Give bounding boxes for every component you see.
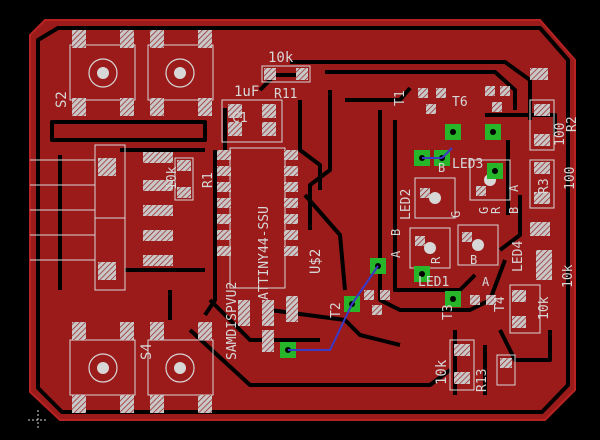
label-c1: C1 xyxy=(232,111,248,126)
label-led1-r: R xyxy=(429,256,443,264)
resistor-r5 xyxy=(496,354,516,386)
led4-package xyxy=(457,224,499,266)
label-r-right-value: 10k xyxy=(561,264,576,288)
vias xyxy=(280,124,503,358)
label-ic-ref: U$2 xyxy=(308,249,324,274)
transistor-t1 xyxy=(418,88,446,114)
label-r2: R2 xyxy=(565,116,580,132)
usb-pad-bottom xyxy=(98,262,116,280)
switch-s4 xyxy=(69,322,136,413)
header-pads xyxy=(238,296,298,352)
label-led4: LED4 xyxy=(511,241,526,272)
label-header: SAMDISPVU2 xyxy=(225,282,240,360)
label-led1: LED1 xyxy=(418,275,449,290)
label-r11: R11 xyxy=(274,87,297,102)
isolation-channels xyxy=(36,26,570,414)
label-r2-value: 100 xyxy=(553,123,568,146)
label-s4: S4 xyxy=(139,343,155,360)
label-led2-b: B xyxy=(389,229,403,236)
label-led1-a: A xyxy=(482,275,490,289)
capacitor-c1 xyxy=(221,99,283,143)
label-r13-value: 10k xyxy=(434,359,450,385)
label-ic-name: ATTINY44-SSU xyxy=(257,206,272,300)
label-r-left: R1 xyxy=(201,172,216,188)
label-r-left-value: 10k xyxy=(165,166,180,190)
ic-attiny44 xyxy=(217,147,298,289)
led5-package xyxy=(530,222,552,280)
label-led3-b: B xyxy=(438,161,445,175)
label-c-1uf: 1uF xyxy=(234,84,259,100)
transistor-t6 xyxy=(485,86,510,112)
pad-top-right xyxy=(530,68,548,80)
resistor-r12 xyxy=(509,284,541,334)
switch-s2 xyxy=(69,30,136,116)
origin-crosshair-icon xyxy=(28,410,48,430)
label-led1-b: B xyxy=(470,253,477,267)
usb-signal-pads xyxy=(143,152,173,266)
resistor-r11 xyxy=(261,65,311,83)
resistor-r3 xyxy=(529,159,555,209)
label-led2-a: A xyxy=(389,250,403,258)
label-r3-value: 100 xyxy=(563,167,578,190)
led1-package xyxy=(409,227,451,269)
label-r13: R13 xyxy=(475,369,490,392)
label-led4-b: B xyxy=(507,207,521,214)
resistor-r1 xyxy=(174,157,194,201)
via xyxy=(445,291,461,307)
via xyxy=(445,124,461,140)
switch-s3 xyxy=(147,30,214,116)
label-r3: R3 xyxy=(537,178,552,194)
via xyxy=(414,266,430,282)
switch-s5 xyxy=(147,322,214,413)
label-t4: T4 xyxy=(493,296,508,312)
via xyxy=(487,163,503,179)
resistor-r13 xyxy=(449,339,475,391)
led2-package xyxy=(414,177,456,219)
label-led3: LED3 xyxy=(452,157,483,172)
label-r-10k-top: 10k xyxy=(268,50,294,66)
label-r-10k-mid: 10k xyxy=(537,296,552,320)
label-led4-a: A xyxy=(507,184,521,192)
label-s2: S2 xyxy=(54,91,70,108)
label-led2: LED2 xyxy=(399,189,414,220)
label-t2: T2 xyxy=(329,302,344,318)
label-t1: T1 xyxy=(393,90,408,106)
label-led3-g: G xyxy=(477,207,491,214)
label-led2-g: G xyxy=(449,211,463,218)
label-t3: T3 xyxy=(441,304,456,320)
usb-connector xyxy=(30,144,126,291)
via xyxy=(485,124,501,140)
transistor-t2 xyxy=(364,290,390,315)
label-led3-r: R xyxy=(489,206,503,214)
label-t6: T6 xyxy=(452,95,468,110)
transistor-t3 xyxy=(470,295,496,305)
resistor-r2 xyxy=(529,99,555,151)
usb-pad-top xyxy=(98,158,116,176)
airwires xyxy=(288,147,453,351)
